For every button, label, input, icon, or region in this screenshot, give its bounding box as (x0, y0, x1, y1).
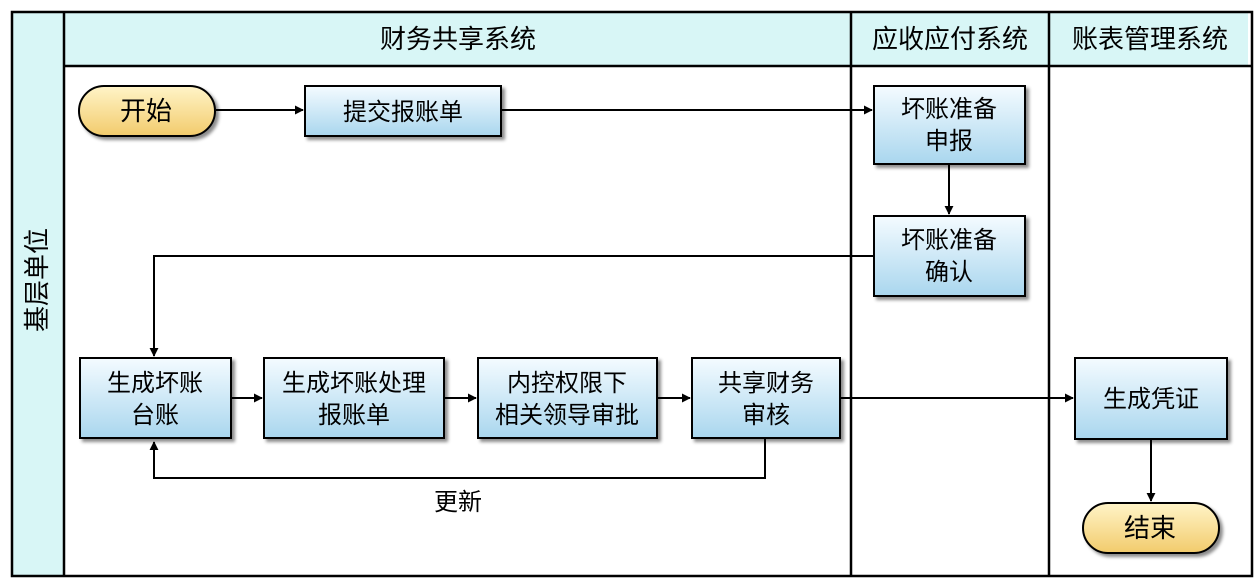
start-label: 开始 (120, 97, 172, 127)
process-bd-confirm: 坏账准备 确认 (873, 215, 1026, 297)
connectors (149, 105, 1156, 502)
end-terminal: 结束 (1082, 502, 1220, 554)
column-header-ledger-mgmt: 账表管理系统 (1072, 25, 1228, 55)
process-audit: 共享财务 审核 (691, 357, 841, 439)
process-bd-report: 坏账准备 申报 (873, 85, 1026, 165)
process-approve: 内控权限下 相关领导审批 (477, 357, 658, 439)
lane-label: 基层单位 (23, 228, 53, 332)
end-label: 结束 (1124, 514, 1176, 544)
edge-label-update: 更新 (434, 488, 482, 516)
start-terminal: 开始 (78, 85, 216, 137)
process-ledger-line1: 生成坏账 (107, 369, 203, 397)
process-bill: 生成坏账处理 报账单 (263, 357, 445, 439)
process-voucher: 生成凭证 (1074, 357, 1228, 440)
process-bill-line1: 生成坏账处理 (282, 369, 426, 397)
process-audit-line2: 审核 (742, 401, 790, 429)
column-header-ar-ap: 应收应付系统 (872, 25, 1028, 55)
column-header-finance: 财务共享系统 (380, 25, 536, 55)
process-ledger-line2: 台账 (131, 401, 179, 429)
process-bd-confirm-line1: 坏账准备 (901, 226, 997, 254)
process-voucher-label: 生成凭证 (1103, 385, 1199, 413)
process-bd-report-line2: 申报 (925, 127, 973, 155)
process-approve-line1: 内控权限下 (507, 369, 627, 397)
process-submit: 提交报账单 (304, 85, 502, 137)
process-ledger: 生成坏账 台账 (79, 357, 232, 439)
swimlane-frame (10, 10, 1254, 578)
process-audit-line1: 共享财务 (718, 369, 814, 397)
process-submit-label: 提交报账单 (343, 98, 463, 126)
edge-audit-ledger-update (149, 439, 766, 479)
edge-bd-confirm-ledger (149, 255, 873, 357)
process-bill-line2: 报账单 (318, 401, 390, 429)
process-bd-report-line1: 坏账准备 (901, 95, 997, 123)
process-bd-confirm-line2: 确认 (925, 258, 973, 286)
process-approve-line2: 相关领导审批 (495, 401, 639, 429)
